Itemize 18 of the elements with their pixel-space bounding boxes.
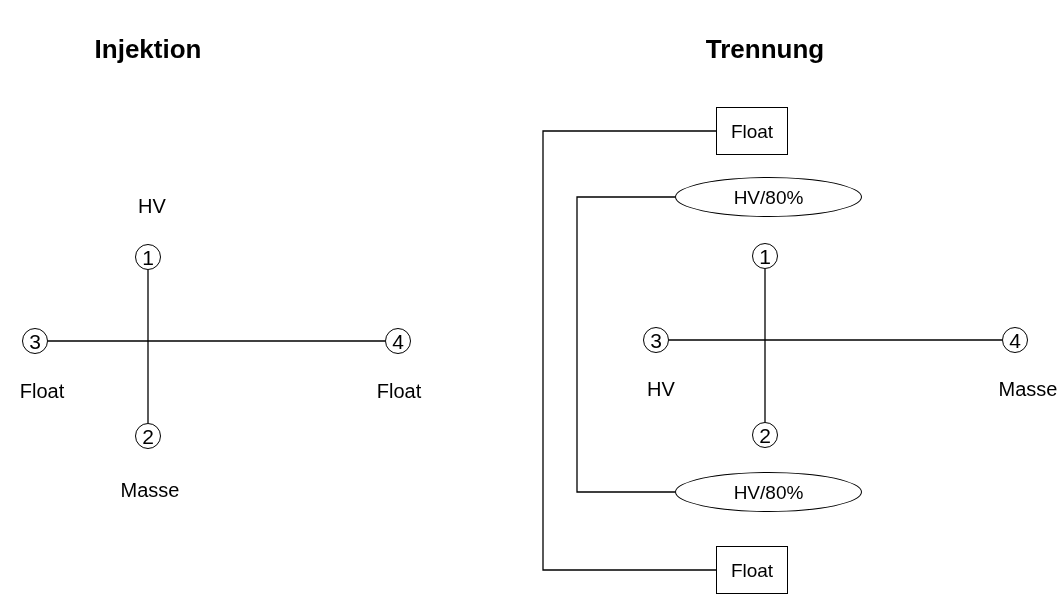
potential-box: Float xyxy=(716,107,788,155)
section-heading: Trennung xyxy=(705,36,825,62)
connector-line xyxy=(668,339,1003,341)
potential-label: Masse xyxy=(998,379,1058,399)
potential-ellipse: HV/80% xyxy=(675,472,862,512)
potential-box: Float xyxy=(716,546,788,594)
connector-line xyxy=(542,130,717,571)
connector-line xyxy=(147,269,149,424)
connector-line xyxy=(576,196,676,493)
potential-label: Float xyxy=(376,381,422,401)
potential-label: Masse xyxy=(120,480,180,500)
connector-line xyxy=(47,340,386,342)
potential-label: HV xyxy=(138,196,166,216)
potential-label: HV xyxy=(647,379,675,399)
connector-line xyxy=(764,268,766,423)
section-heading: Injektion xyxy=(94,36,202,62)
potential-ellipse: HV/80% xyxy=(675,177,862,217)
potential-label: Float xyxy=(19,381,65,401)
